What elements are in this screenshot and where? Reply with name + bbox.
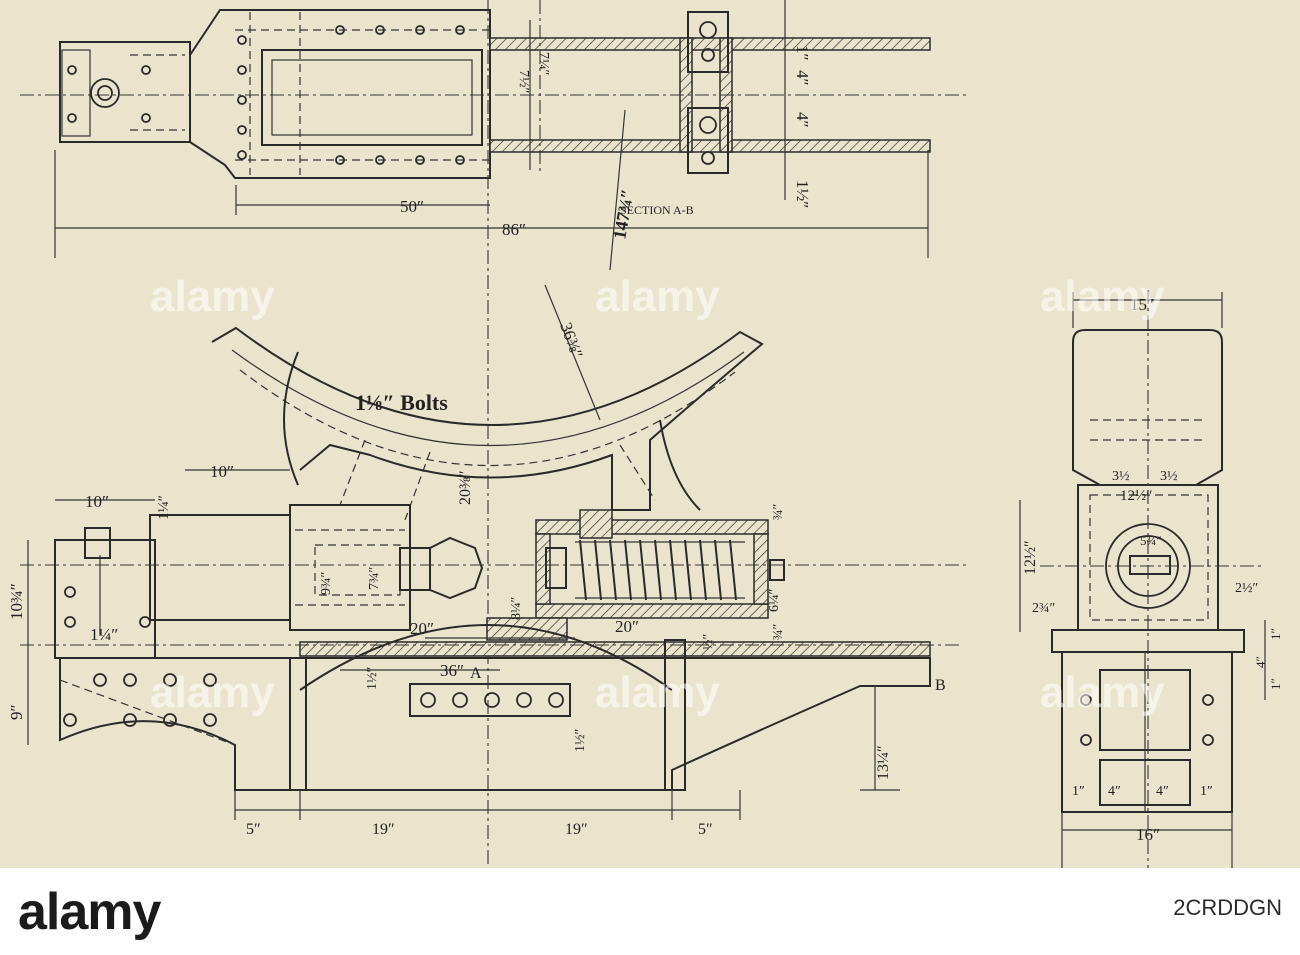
top-view: 50″ 86″ 147¾″ SECTION A-B 1″ 4″ 4″ 1½″ 7…: [20, 0, 970, 868]
top-bolt-row: [237, 25, 465, 165]
dim-16: 16″: [1136, 825, 1160, 844]
dim-6-1-4: 6¼″: [767, 589, 782, 613]
top-clamp-plate: [687, 107, 729, 174]
dim-3-1-2-a: 3½: [1112, 469, 1130, 484]
dim-9: 9″: [7, 704, 26, 720]
spring-cap-right: [769, 559, 785, 581]
top-channel-lower: [489, 139, 931, 153]
watermark: alamy: [1040, 272, 1165, 321]
main-beam: [59, 657, 931, 791]
dim-10-left: 10″: [85, 492, 109, 511]
dim-9-3-4: 9¾″: [319, 572, 334, 596]
top-small-hole: [67, 113, 77, 123]
dim-4-lower: 4″: [793, 112, 812, 128]
dim-4-bottom-b: 4″: [1156, 784, 1169, 799]
side-view: 1⅛″ Bolts 36⅜″ 10″ 10″ 10¾″ 9″ 1¼″ 1¼″ 2…: [7, 284, 970, 838]
dim-10-3-4: 10¾″: [7, 583, 26, 620]
link-nut: [429, 536, 484, 600]
dim-3-1-2-b: 3½: [1160, 469, 1178, 484]
end-view-base: [1061, 651, 1233, 813]
dim-1-1-2-a: 1½″: [365, 667, 380, 691]
top-base-bolt-inner: [97, 85, 113, 101]
saddle-right-web: [659, 419, 701, 511]
link-block: [149, 514, 291, 621]
dim-3-4-b: ¾″: [771, 624, 786, 641]
dim-20-a: 20″: [410, 619, 434, 638]
dim-10-top: 10″: [210, 462, 234, 481]
dim-2-3-4: 2¾″: [1032, 601, 1056, 616]
dim-1: 1″: [793, 45, 812, 61]
watermark: alamy: [150, 272, 275, 321]
top-small-hole: [141, 113, 151, 123]
spring-cap-left: [545, 547, 567, 589]
coil-spring: [575, 539, 745, 601]
dim-1-right-b: 1″: [1268, 678, 1283, 690]
dim-1-left: 1″: [1072, 784, 1085, 799]
bolt-plate: [409, 683, 571, 717]
dim-1-1-4-b: 1¼″: [90, 625, 118, 644]
dim-20-3-8: 20⅜″: [457, 470, 474, 505]
top-base-block: [59, 41, 191, 143]
spring-housing-bottom: [535, 603, 769, 619]
dim-7-1-2: 7½″: [516, 70, 531, 94]
bracket-bolt-grid: [63, 673, 217, 727]
alamy-logo[interactable]: alamy: [18, 883, 161, 941]
dim-36: 36″: [440, 661, 464, 680]
top-small-hole: [141, 65, 151, 75]
dim-4-right: 4″: [1253, 656, 1268, 668]
top-bolster-outline: [189, 9, 491, 179]
dim-1-bottom: 1″: [1200, 784, 1213, 799]
dim-1-1-2-b: 1½″: [573, 729, 588, 753]
dim-15: 15″: [1130, 295, 1154, 314]
dim-19-right: 19″: [565, 821, 588, 838]
dim-4-bottom-a: 4″: [1108, 784, 1121, 799]
watermark: alamy: [595, 272, 720, 321]
label-b: B: [935, 677, 946, 694]
label-a: A: [470, 665, 482, 682]
beam-hatch: [486, 617, 568, 641]
plate-bolt-row: [420, 692, 564, 708]
top-base-bolt-hole: [90, 78, 120, 108]
dim-5-3-4: 5¾″: [1140, 533, 1162, 548]
top-base-flange: [61, 49, 91, 137]
watermark: alamy: [595, 668, 720, 717]
dim-5-right: 5″: [698, 821, 713, 838]
dim-8-1-4: 8¼″: [509, 597, 524, 621]
dim-12-1-2: 12½″: [1120, 488, 1153, 504]
dim-20-b: 20″: [615, 617, 639, 636]
image-reference-id: 2CRDDGN: [1173, 895, 1282, 920]
bolts-callout: 1⅛″ Bolts: [355, 390, 448, 415]
top-channel-upper: [489, 37, 931, 51]
dim-19-left: 19″: [372, 821, 395, 838]
dim-50: 50″: [400, 197, 424, 216]
watermark: alamy: [1040, 668, 1165, 717]
dim-2-1-2: 2½″: [1235, 581, 1259, 596]
top-center-pocket: [261, 49, 483, 146]
end-view: 15″ 3½ 3½ 12½″ 12½″ 5¾″ 2¾″ 2½″ 1″ 4″ 1″…: [1019, 290, 1283, 868]
watermark: alamy: [150, 668, 275, 717]
engineering-drawing: 50″ 86″ 147¾″ SECTION A-B 1″ 4″ 4″ 1½″ 7…: [7, 0, 1283, 868]
dim-12-1-2-vertical: 12½″: [1022, 540, 1039, 575]
dim-36-3-8: 36⅜″: [556, 320, 586, 361]
dim-7-1-4: 7¼″: [536, 52, 551, 76]
section-label: SECTION A-B: [620, 203, 694, 217]
stock-footer: alamy 2CRDDGN: [0, 868, 1300, 955]
top-small-hole: [67, 65, 77, 75]
saddle-left-web: [283, 351, 299, 486]
end-view-saddle: [1072, 329, 1223, 486]
dim-1-1-4-a: 1¼″: [156, 495, 172, 520]
dim-3-4-a: ¾″: [771, 504, 786, 521]
saddle-outline: [211, 326, 764, 511]
dim-1-2: ½″: [701, 634, 716, 651]
dim-1-right-a: 1″: [1268, 628, 1283, 640]
dim-13-1-4: 13¼″: [875, 745, 892, 780]
top-clamp-plate: [687, 11, 729, 73]
dim-7-3-4: 7¾″: [367, 567, 382, 591]
dim-86: 86″: [502, 220, 526, 239]
dim-4-upper: 4″: [793, 70, 812, 86]
dim-5-left: 5″: [246, 821, 261, 838]
dim-1-1-2: 1½″: [793, 180, 812, 208]
spring-housing-top: [535, 519, 769, 535]
